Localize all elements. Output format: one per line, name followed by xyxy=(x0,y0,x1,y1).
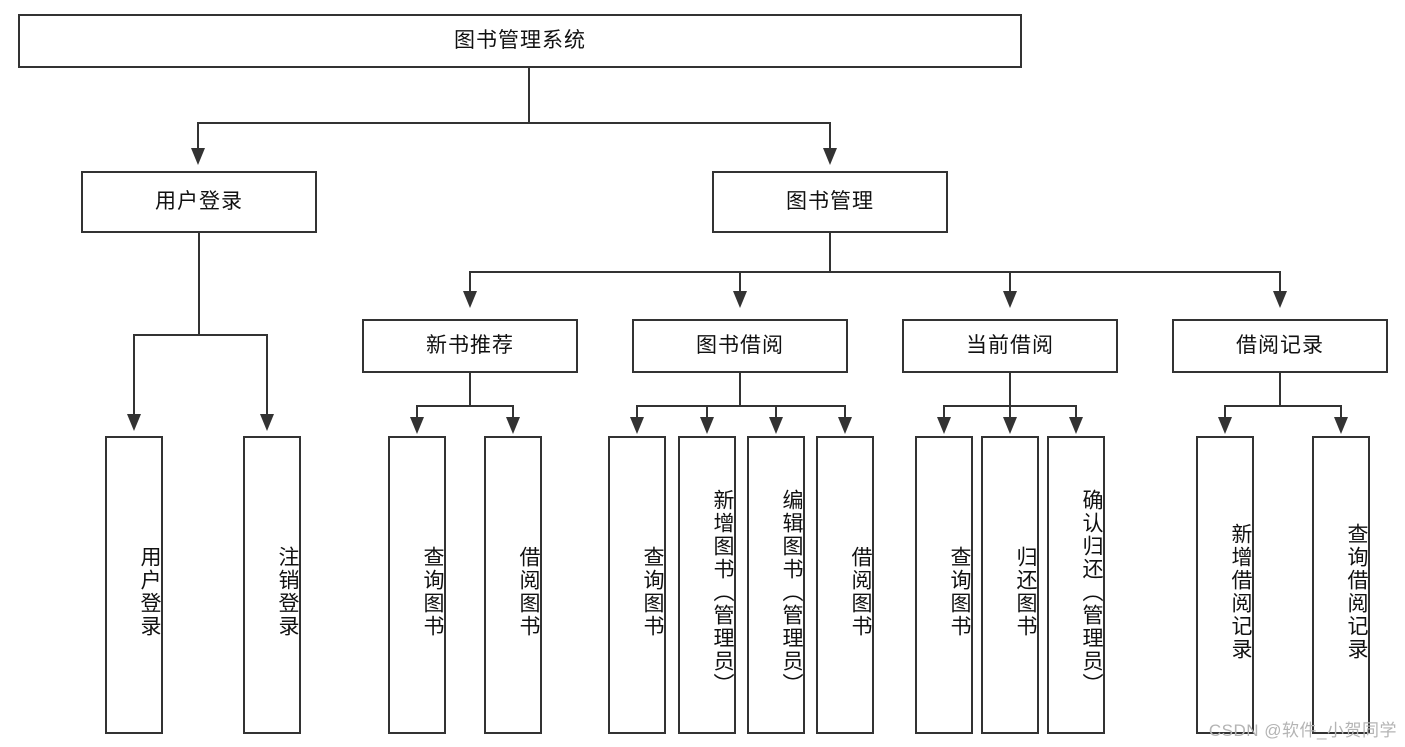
leaf-return-book[interactable]: 归还图书 xyxy=(981,436,1039,734)
leaf-user-login[interactable]: 用户登录 xyxy=(105,436,163,734)
arrow-to-leaf-query-record xyxy=(1334,417,1348,434)
arrow-to-leaf-query-book-3 xyxy=(937,417,951,434)
connector-root-drop-left xyxy=(197,122,199,150)
connector-nbr-drop-2 xyxy=(512,405,514,419)
leaf-query-book-1-label: 查询图书 xyxy=(421,546,444,638)
node-borrow-record[interactable]: 借阅记录 xyxy=(1172,319,1388,373)
node-user-login[interactable]: 用户登录 xyxy=(81,171,317,233)
leaf-edit-book[interactable]: 编辑图书（管理员） xyxy=(747,436,805,734)
connector-cb-drop-3 xyxy=(1075,405,1077,419)
connector-cb-drop-1 xyxy=(943,405,945,419)
connector-user-login-drop-1 xyxy=(133,334,135,416)
connector-book-manage-stem xyxy=(829,233,831,271)
leaf-user-login-label: 用户登录 xyxy=(138,546,161,638)
connector-cb-drop-2 xyxy=(1009,405,1011,419)
connector-bm-drop-2 xyxy=(739,271,741,293)
connector-user-login-bus xyxy=(133,334,268,336)
leaf-borrow-book-1[interactable]: 借阅图书 xyxy=(484,436,542,734)
arrow-to-user-login xyxy=(191,148,205,165)
arrow-to-leaf-user-logout xyxy=(260,414,274,431)
leaf-confirm-return[interactable]: 确认归还（管理员） xyxy=(1047,436,1105,734)
arrow-to-current-borrow xyxy=(1003,291,1017,308)
connector-bb-drop-2 xyxy=(706,405,708,419)
leaf-query-record[interactable]: 查询借阅记录 xyxy=(1312,436,1370,734)
connector-bb-stem xyxy=(739,373,741,405)
leaf-add-record-label: 新增借阅记录 xyxy=(1229,523,1252,661)
connector-bm-drop-3 xyxy=(1009,271,1011,293)
arrow-to-leaf-borrow-book-1 xyxy=(506,417,520,434)
connector-br-stem xyxy=(1279,373,1281,405)
node-borrow-record-label: 借阅记录 xyxy=(1236,334,1324,358)
node-book-borrow-label: 图书借阅 xyxy=(696,334,784,358)
connector-user-login-stem xyxy=(198,233,200,334)
arrow-to-leaf-query-book-1 xyxy=(410,417,424,434)
leaf-query-record-label: 查询借阅记录 xyxy=(1345,523,1368,661)
node-root-label: 图书管理系统 xyxy=(454,29,586,53)
arrow-to-leaf-add-record xyxy=(1218,417,1232,434)
connector-bm-drop-4 xyxy=(1279,271,1281,293)
leaf-query-book-3-label: 查询图书 xyxy=(948,546,971,638)
node-current-borrow-label: 当前借阅 xyxy=(966,334,1054,358)
arrow-to-leaf-borrow-book-2 xyxy=(838,417,852,434)
node-root[interactable]: 图书管理系统 xyxy=(18,14,1022,68)
arrow-to-borrow-record xyxy=(1273,291,1287,308)
connector-br-drop-2 xyxy=(1340,405,1342,419)
leaf-borrow-book-2[interactable]: 借阅图书 xyxy=(816,436,874,734)
connector-bb-drop-3 xyxy=(775,405,777,419)
leaf-borrow-book-1-label: 借阅图书 xyxy=(517,546,540,638)
connector-nbr-drop-1 xyxy=(416,405,418,419)
leaf-query-book-2[interactable]: 查询图书 xyxy=(608,436,666,734)
connector-bm-drop-1 xyxy=(469,271,471,293)
leaf-edit-book-label: 编辑图书（管理员） xyxy=(780,488,803,696)
arrow-to-book-borrow xyxy=(733,291,747,308)
node-current-borrow[interactable]: 当前借阅 xyxy=(902,319,1118,373)
connector-nbr-bus xyxy=(416,405,514,407)
connector-bb-drop-4 xyxy=(844,405,846,419)
connector-br-drop-1 xyxy=(1224,405,1226,419)
watermark: CSDN @软件_小贺同学 xyxy=(1208,721,1397,740)
node-book-manage-label: 图书管理 xyxy=(786,190,874,214)
arrow-to-leaf-user-login xyxy=(127,414,141,431)
arrow-to-leaf-return-book xyxy=(1003,417,1017,434)
node-book-manage[interactable]: 图书管理 xyxy=(712,171,948,233)
leaf-add-record[interactable]: 新增借阅记录 xyxy=(1196,436,1254,734)
arrow-to-leaf-add-book xyxy=(700,417,714,434)
arrow-to-book-manage xyxy=(823,148,837,165)
connector-bb-drop-1 xyxy=(636,405,638,419)
arrow-to-leaf-query-book-2 xyxy=(630,417,644,434)
connector-root-bus xyxy=(197,122,831,124)
connector-nbr-stem xyxy=(469,373,471,405)
connector-bb-bus xyxy=(636,405,846,407)
connector-cb-stem xyxy=(1009,373,1011,405)
leaf-add-book[interactable]: 新增图书（管理员） xyxy=(678,436,736,734)
leaf-user-logout[interactable]: 注销登录 xyxy=(243,436,301,734)
node-book-borrow[interactable]: 图书借阅 xyxy=(632,319,848,373)
arrow-to-leaf-confirm-return xyxy=(1069,417,1083,434)
node-new-book-recommend[interactable]: 新书推荐 xyxy=(362,319,578,373)
connector-root-drop-right xyxy=(829,122,831,150)
leaf-return-book-label: 归还图书 xyxy=(1014,546,1037,638)
leaf-borrow-book-2-label: 借阅图书 xyxy=(849,546,872,638)
arrow-to-new-book-recommend xyxy=(463,291,477,308)
leaf-user-logout-label: 注销登录 xyxy=(276,546,299,638)
leaf-query-book-3[interactable]: 查询图书 xyxy=(915,436,973,734)
connector-br-bus xyxy=(1224,405,1342,407)
node-user-login-label: 用户登录 xyxy=(155,190,243,214)
leaf-query-book-1[interactable]: 查询图书 xyxy=(388,436,446,734)
leaf-query-book-2-label: 查询图书 xyxy=(641,546,664,638)
node-new-book-recommend-label: 新书推荐 xyxy=(426,334,514,358)
leaf-add-book-label: 新增图书（管理员） xyxy=(711,488,734,696)
connector-book-manage-bus xyxy=(469,271,1281,273)
arrow-to-leaf-edit-book xyxy=(769,417,783,434)
connector-root-stem xyxy=(528,68,530,122)
leaf-confirm-return-label: 确认归还（管理员） xyxy=(1080,488,1103,696)
connector-user-login-drop-2 xyxy=(266,334,268,416)
